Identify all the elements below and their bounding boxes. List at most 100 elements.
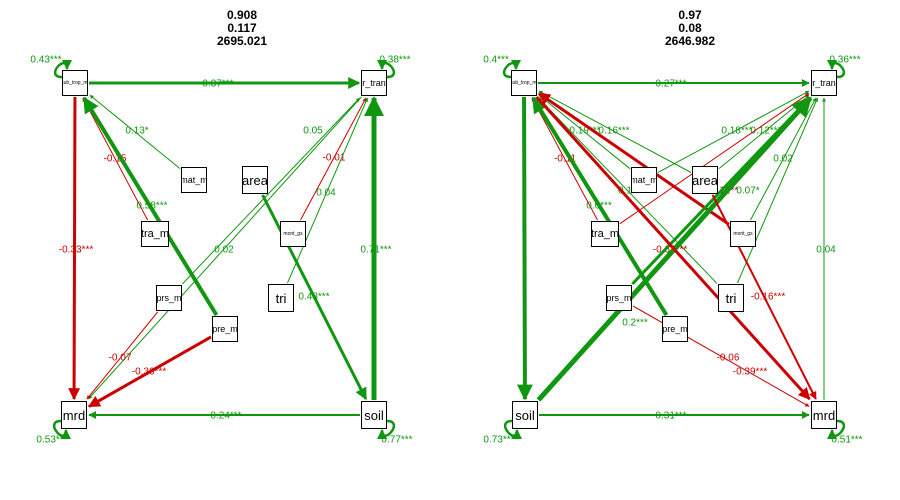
path-coefficient-label: 0.07* (736, 186, 759, 197)
residual-loop-soil (377, 419, 395, 440)
variable-node-pre_m: pre_m (212, 316, 238, 342)
path-coefficient-label: -0.63*** (653, 245, 688, 256)
variable-node-mont_gs: mont_gs (280, 221, 306, 247)
variable-node-label: tri (275, 290, 287, 306)
path-arrow-tra_m-to-sr_trans (619, 92, 810, 225)
path-arrow-mat_m-to-sub_trop_mf (89, 94, 181, 169)
path-coefficient-label: 0.2*** (622, 318, 648, 329)
path-arrow-sub_trop_mf-to-mrd (535, 95, 811, 401)
panel-2-fit-line1: 0.97 (678, 8, 702, 22)
panel-2-fit-line2: 0.08 (678, 21, 702, 35)
variable-node-label: pre_m (212, 324, 238, 334)
path-coefficient-label: 0.02 (214, 245, 234, 256)
path-coefficient-label: 0.16*** (598, 126, 629, 137)
variable-node-label: prs_m (156, 293, 182, 303)
variable-node-label: sub_trop_mf (62, 80, 88, 86)
path-arrow-prs_m-to-mrd (86, 311, 159, 400)
variable-node-tra_m: tra_m (141, 221, 169, 247)
variable-node-label: area (692, 172, 718, 188)
path-coefficient-label: 0.1 (618, 186, 632, 197)
variable-node-label: soil (515, 407, 535, 423)
variable-node-label: tra_m (591, 228, 619, 240)
path-coefficient-label: 0.31*** (655, 411, 686, 422)
variable-node-tri: tri (718, 284, 744, 312)
path-coefficient-label: 0.12*** (750, 126, 781, 137)
variable-node-mrd: mrd (61, 401, 87, 429)
path-coefficient-label: 0.6*** (586, 201, 612, 212)
path-arrow-mont_gs-to-sr_trans (300, 97, 367, 221)
path-coefficient-label: 0.24*** (210, 411, 241, 422)
path-arrow-tri-to-sub_trop_mf (538, 97, 718, 284)
variable-node-soil: soil (361, 401, 387, 429)
panel-2-fit-line3: 2646.982 (664, 34, 716, 48)
residual-variance-label: 0.4*** (483, 55, 509, 66)
path-coefficient-label: 0.58*** (136, 201, 167, 212)
path-coefficient-label: -0.39*** (733, 367, 768, 378)
path-arrow-tra_m-to-sub_trop_mf (82, 97, 149, 221)
path-coefficient-label: -0.36*** (132, 367, 167, 378)
variable-node-label: sr_trans (812, 78, 836, 88)
path-arrow-mont_gs-to-sr_trans (750, 97, 817, 221)
variable-node-pre_m: pre_m (662, 316, 688, 342)
path-coefficient-label: 0.13* (125, 126, 148, 137)
path-coefficient-label: -0.33*** (59, 245, 94, 256)
variable-node-tra_m: tra_m (591, 221, 619, 247)
variable-node-label: mrd (62, 407, 86, 423)
path-arrow-mat_m-to-sub_trop_mf (538, 94, 631, 170)
path-coefficient-label: -0.15 (104, 154, 127, 165)
path-coefficient-label: -0.16*** (751, 292, 786, 303)
path-coefficient-label: -0.11 (554, 154, 576, 165)
path-arrow-sub_trop_mf-to-mrd (68, 96, 81, 401)
path-coefficient-label: 0.02 (773, 154, 793, 165)
path-arrow-area-to-mrd (711, 194, 817, 400)
path-coefficient-label: 0.05 (303, 126, 323, 137)
variable-node-sr_trans: sr_trans (361, 70, 387, 96)
variable-node-mat_m: mat_m (631, 167, 657, 193)
variable-node-soil: soil (512, 401, 538, 429)
panel-1-fit-line3: 2695.021 (216, 34, 268, 48)
variable-node-sr_trans: sr_trans (811, 70, 837, 96)
path-coefficient-label: 0.04 (816, 245, 836, 256)
path-coefficient-label: -0.06 (717, 353, 740, 364)
path-coefficient-label: 0.37*** (202, 79, 233, 90)
path-arrow-sub_trop_mf-to-soil (516, 96, 533, 401)
path-arrow-area-to-sub_trop_mf (538, 90, 692, 173)
path-coefficient-label: 0.04 (316, 188, 336, 199)
path-coefficient-label: 0.19*** (569, 126, 600, 137)
residual-loop-soil (504, 419, 522, 440)
path-arrow-pre_m-to-sub_trop_mf (82, 96, 219, 317)
path-arrow-mont_gs-to-sub_trop_mf (538, 92, 730, 226)
panel-1-fit-stats: 0.908 0.117 2695.021 (142, 9, 342, 48)
path-arrow-mat_m-to-sr_trans (657, 90, 810, 173)
path-coefficient-label: -0.12** (708, 186, 739, 197)
variable-node-label: mat_m (631, 175, 657, 185)
residual-variance-label: 0.38*** (379, 55, 410, 66)
path-arrow-tra_m-to-sub_trop_mf (531, 97, 598, 221)
path-arrow-tri-to-sr_trans (287, 97, 368, 284)
path-arrow-tri-to-sr_trans (737, 97, 818, 284)
variable-node-label: mont_gs (733, 231, 753, 237)
residual-loop-mrd (53, 419, 71, 440)
path-arrow-pre_m-to-sub_trop_mf (531, 96, 669, 317)
residual-variance-label: 0.77*** (381, 435, 412, 446)
variable-node-label: prs_m (606, 293, 632, 303)
variable-node-tri: tri (268, 284, 294, 312)
panel-2-fit-stats: 0.97 0.08 2646.982 (590, 9, 790, 48)
path-arrow-sr_trans-to-mrd (88, 96, 362, 400)
variable-node-label: tri (725, 290, 737, 306)
variable-node-label: mat_m (181, 175, 207, 185)
path-coefficient-label: 0.71*** (360, 245, 391, 256)
variable-node-sub_trop_mf: sub_trop_mf (62, 70, 88, 96)
residual-variance-label: 0.36*** (829, 55, 860, 66)
variable-node-area: area (242, 166, 268, 194)
variable-node-prs_m: prs_m (156, 285, 182, 311)
residual-loop-sr_trans (827, 59, 845, 79)
panel-1-fit-line2: 0.117 (227, 21, 257, 35)
residual-variance-label: 0.73*** (483, 435, 514, 446)
variable-node-label: tra_m (141, 228, 169, 240)
path-coefficient-label: 0.18*** (721, 126, 752, 137)
residual-variance-label: 0.43*** (30, 55, 61, 66)
path-coefficient-label: 0.27*** (655, 79, 686, 90)
path-arrow-area-to-soil (261, 194, 368, 401)
